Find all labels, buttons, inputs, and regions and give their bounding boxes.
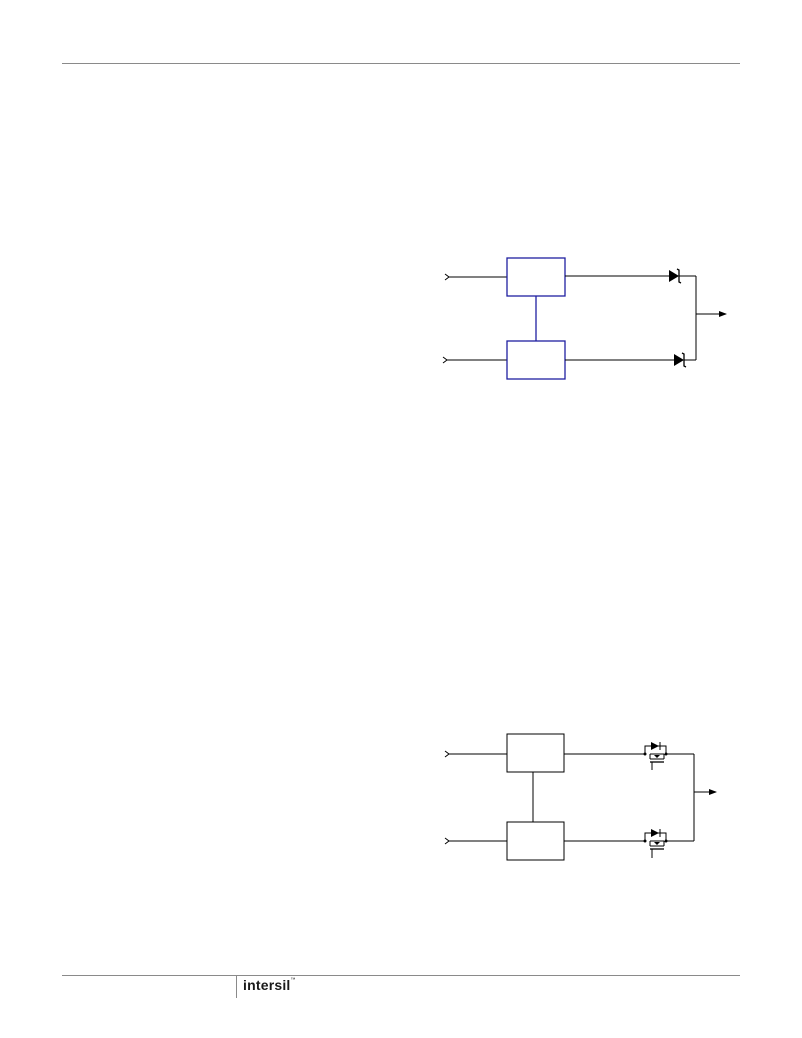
input-2-terminal [444,837,507,845]
supply-block-2 [506,821,565,861]
input-2-terminal [442,356,507,364]
supply-block-1 [506,257,566,297]
footer-rule [62,975,740,976]
diode-oring-diagram [442,257,727,380]
footer-divider [236,976,237,998]
mosfet-1-icon [643,742,668,770]
input-1-terminal [444,273,507,281]
logo-text: intersil [243,977,291,993]
supply-block-2 [506,340,566,380]
input-1-terminal [444,750,507,758]
logo-trademark: ™ [290,977,296,983]
supply-block-1 [506,733,565,773]
mosfet-oring-diagram [444,733,717,861]
intersil-logo: intersil™ [243,977,296,993]
mosfet-2-icon [643,829,668,858]
header-rule [62,63,740,64]
